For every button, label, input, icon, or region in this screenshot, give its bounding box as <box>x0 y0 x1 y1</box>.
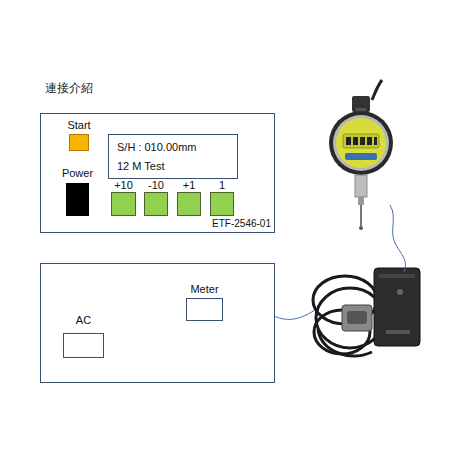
label-text: -10 <box>148 179 164 192</box>
label-text: AC <box>76 314 91 327</box>
label-text: +1 <box>183 179 196 192</box>
label-text: ETF-2546-01 <box>212 218 271 230</box>
ac-socket: AC <box>63 333 104 358</box>
meter-port: Meter <box>186 298 223 321</box>
interface-box <box>374 268 420 346</box>
start-button: Start <box>69 134 89 151</box>
dial-indicator <box>329 80 393 230</box>
panel-box: ETF-2546-01 StartPower S/H : 010.00mm 12 M … <box>40 113 275 233</box>
key-button: 1 <box>210 192 234 216</box>
label-text: +10 <box>114 179 133 192</box>
interface-cable <box>313 276 384 356</box>
key-button: +1 <box>177 192 201 216</box>
db9-connector <box>342 305 372 331</box>
title: 連接介紹 <box>45 80 93 97</box>
key-button: +10 <box>111 192 136 216</box>
power-switch: Power <box>66 183 89 216</box>
wire <box>390 205 406 272</box>
label-text: Meter <box>190 283 218 296</box>
label-text: S/H : 010.00mm <box>117 140 229 154</box>
label-text: 1 <box>219 179 225 192</box>
label-text: Start <box>67 119 90 132</box>
display-screen: S/H : 010.00mm 12 M Test <box>108 134 238 179</box>
key-button: -10 <box>144 192 168 216</box>
panel-box: AC Meter <box>40 263 275 383</box>
label-text: 12 M Test <box>117 159 229 173</box>
label-text: Power <box>62 167 93 180</box>
